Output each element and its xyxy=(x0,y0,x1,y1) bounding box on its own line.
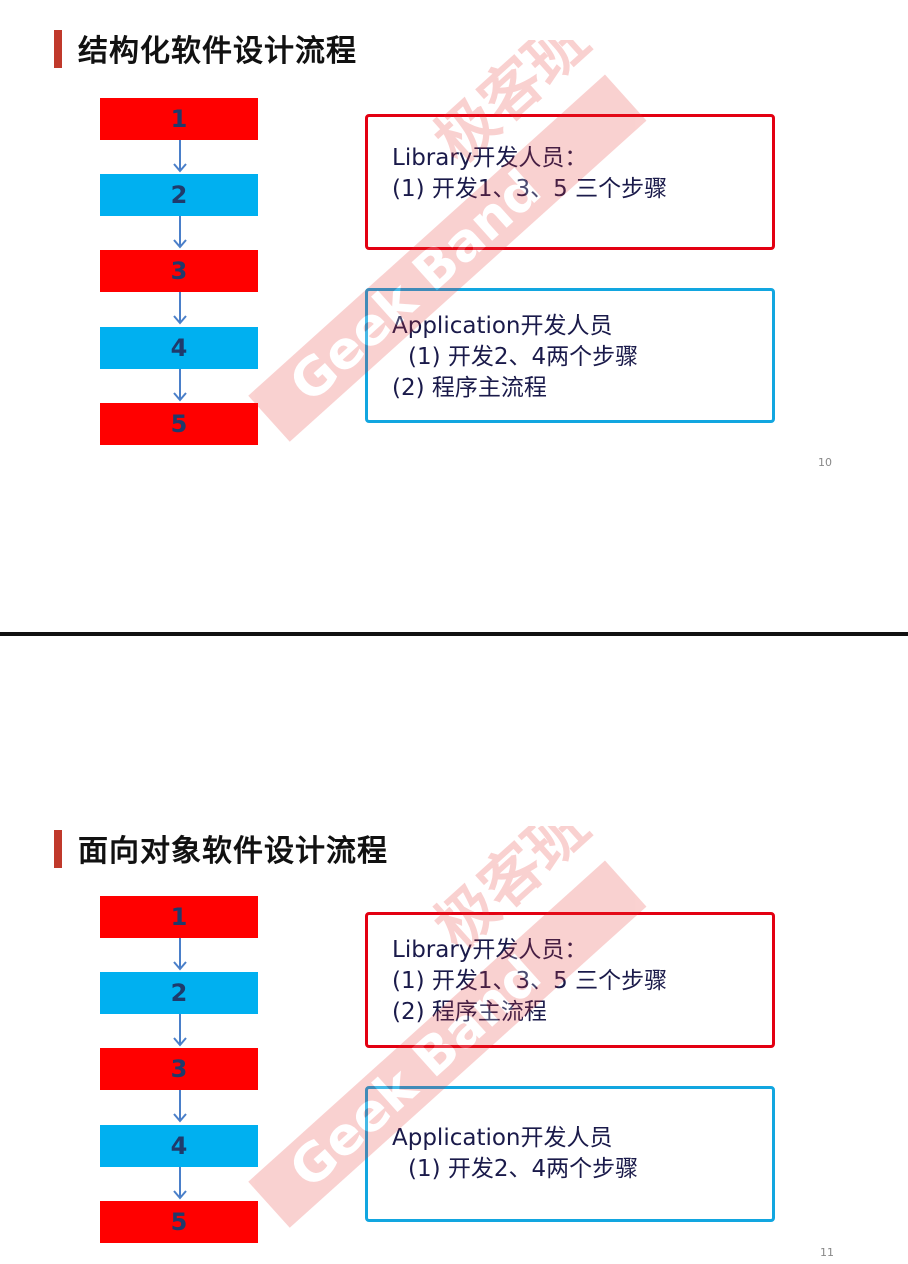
down-arrow-icon xyxy=(173,140,187,173)
box-line: Application开发人员 xyxy=(392,1125,613,1151)
down-arrow-icon xyxy=(173,216,187,249)
down-arrow-icon xyxy=(173,1167,187,1200)
flow-step-4: 4 xyxy=(100,327,258,369)
flow-step-3: 3 xyxy=(100,250,258,292)
box-line: Application开发人员 xyxy=(392,313,613,339)
box-line: Library开发人员： xyxy=(392,145,588,171)
down-arrow-icon xyxy=(173,938,187,971)
flow-step-4: 4 xyxy=(100,1125,258,1167)
page-number: 11 xyxy=(820,1246,834,1259)
application-developer-box: Application开发人员 (1) 开发2、4两个步骤 (2) 程序主流程 xyxy=(365,288,775,423)
title-accent-bar xyxy=(54,830,62,868)
down-arrow-icon xyxy=(173,1014,187,1047)
flow-step-1: 1 xyxy=(100,98,258,140)
down-arrow-icon xyxy=(173,369,187,402)
flow-step-1: 1 xyxy=(100,896,258,938)
down-arrow-icon xyxy=(173,1090,187,1123)
title-accent-bar xyxy=(54,30,62,68)
box-line: (1) 开发2、4两个步骤 xyxy=(408,344,639,370)
flow-step-2: 2 xyxy=(100,972,258,1014)
box-line: (2) 程序主流程 xyxy=(392,999,547,1025)
flow-step-5: 5 xyxy=(100,403,258,445)
down-arrow-icon xyxy=(173,292,187,325)
flow-step-3: 3 xyxy=(100,1048,258,1090)
flow-step-2: 2 xyxy=(100,174,258,216)
page-number: 10 xyxy=(818,456,832,469)
flow-step-5: 5 xyxy=(100,1201,258,1243)
box-line: (1) 开发1、3、5 三个步骤 xyxy=(392,176,668,202)
box-line: Library开发人员： xyxy=(392,937,588,963)
slide-title: 面向对象软件设计流程 xyxy=(78,834,388,869)
slide-divider xyxy=(0,632,908,636)
slide-object-oriented: 面向对象软件设计流程 1 2 3 4 5 Library开发人员： (1) 开发… xyxy=(0,796,908,1264)
slide-structured: 结构化软件设计流程 1 2 3 4 5 Library开发人员： (1) 开发1… xyxy=(0,0,908,620)
box-line: (2) 程序主流程 xyxy=(392,375,547,401)
library-developer-box: Library开发人员： (1) 开发1、3、5 三个步骤 (2) 程序主流程 xyxy=(365,912,775,1048)
application-developer-box: Application开发人员 (1) 开发2、4两个步骤 xyxy=(365,1086,775,1222)
box-line: (1) 开发1、3、5 三个步骤 xyxy=(392,968,668,994)
library-developer-box: Library开发人员： (1) 开发1、3、5 三个步骤 xyxy=(365,114,775,250)
slide-title: 结构化软件设计流程 xyxy=(78,34,357,69)
box-line: (1) 开发2、4两个步骤 xyxy=(408,1156,639,1182)
